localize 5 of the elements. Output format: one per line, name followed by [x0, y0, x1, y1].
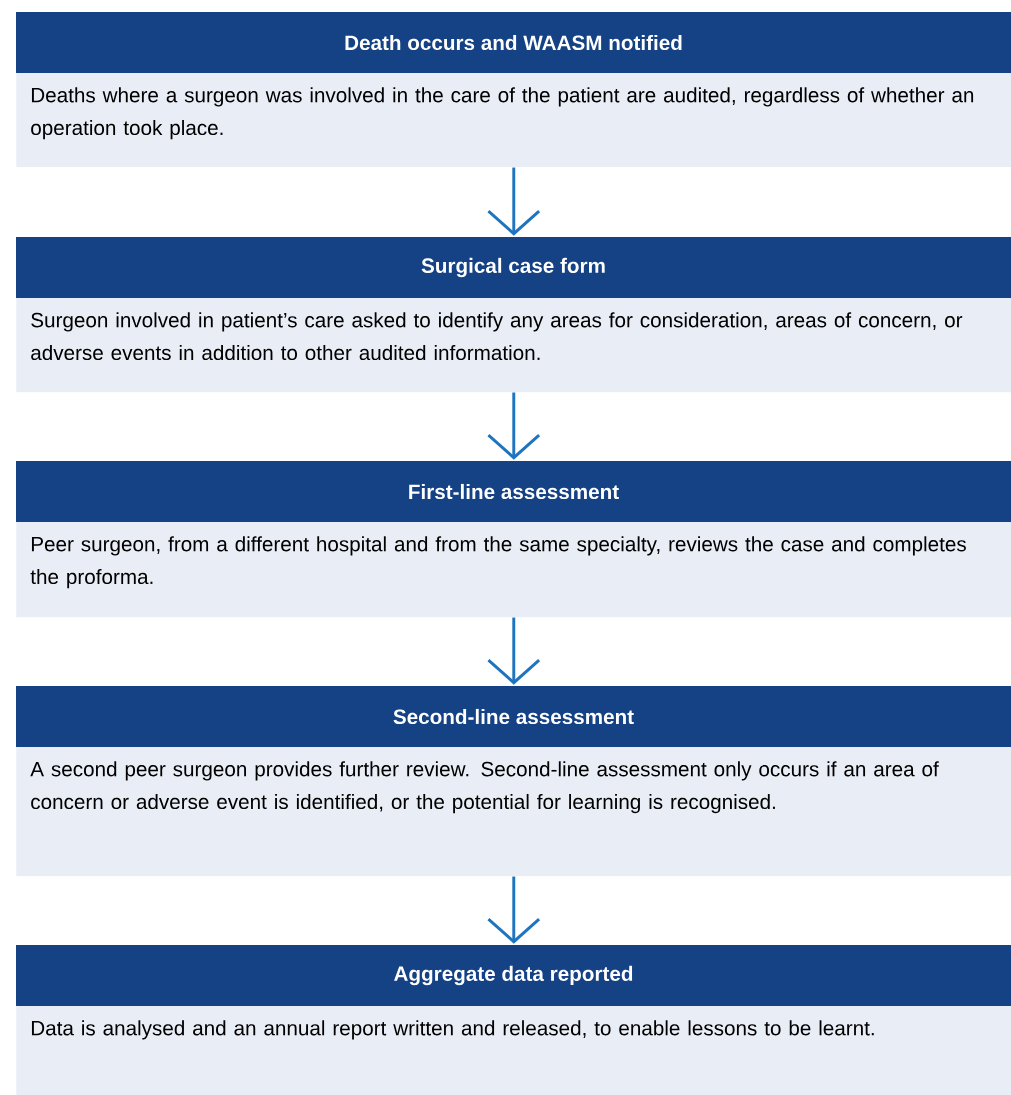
step-box: Surgical case form Surgeon involved in patient’s care asked to identify any areas for consideration, areas of concern, or adverse events in addition to other audited information.: [16, 237, 1011, 393]
step-box: Aggregate data reported Data is analysed and an annual report written and released, to enable lessons to be learnt.: [16, 945, 1011, 1095]
step-box: Death occurs and WAASM notified Deaths where a surgeon was involved in the care of the patient are audited, regardless of whether an operation took place.: [16, 12, 1011, 168]
step-box: First-line assessment Peer surgeon, from a different hospital and from the same specialty, reviews the case and completes the proforma.: [16, 461, 1011, 618]
step-box: Second-line assessment A second peer surgeon provides further review. Second-line assessment only occurs if an area of concern or adverse event is identified, or the potential for learning is recognised.: [16, 686, 1011, 877]
